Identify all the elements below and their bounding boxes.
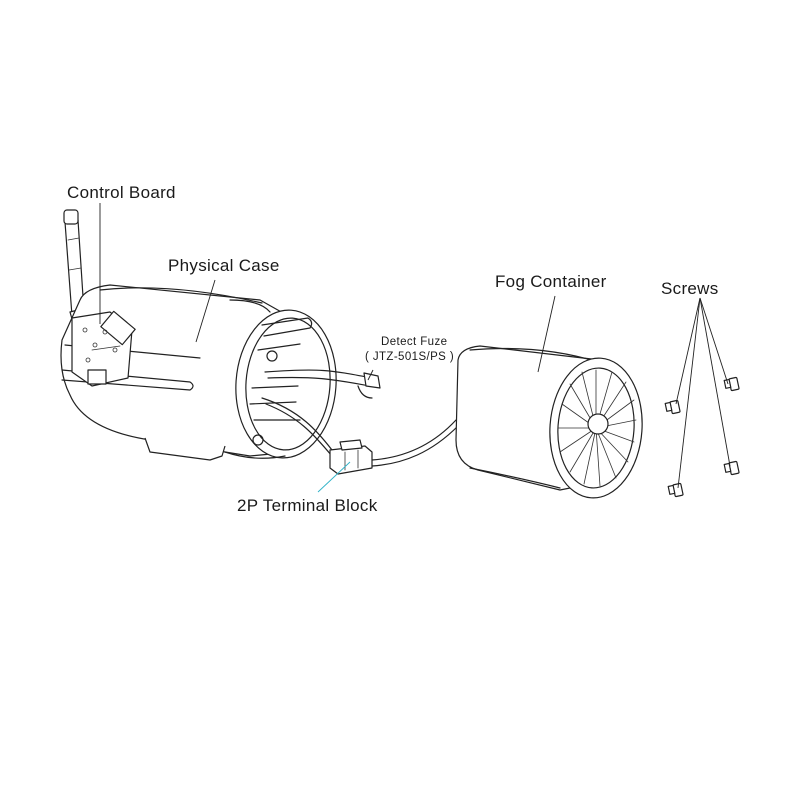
leader-terminal-block [317, 461, 351, 493]
fog-container [455, 345, 643, 499]
leader-screw-3 [699, 297, 731, 467]
terminal-block-2p [329, 439, 373, 475]
wires [261, 369, 459, 467]
label-fog-container: Fog Container [495, 272, 607, 291]
leader-screw-4 [677, 297, 701, 489]
label-physical-case: Physical Case [168, 256, 280, 275]
label-detect-fuze-model: ( JTZ-501S/PS ) [365, 351, 455, 363]
detect-fuze [357, 372, 381, 399]
leader-physical-case [195, 279, 216, 343]
label-detect-fuze: Detect Fuze [381, 336, 448, 348]
screw-2 [723, 376, 740, 392]
leader-screw-2 [699, 297, 729, 385]
screw-4 [667, 482, 684, 498]
screw-3 [723, 460, 740, 476]
leader-detect-fuze [367, 369, 374, 381]
screw-1 [664, 399, 681, 415]
label-terminal-block: 2P Terminal Block [237, 496, 378, 515]
leader-screw-1 [675, 297, 701, 405]
label-screws: Screws [661, 279, 719, 298]
leader-lines [99, 203, 731, 493]
label-control-board: Control Board [67, 183, 176, 202]
control-board [71, 310, 136, 387]
leader-fog-container [537, 295, 556, 373]
